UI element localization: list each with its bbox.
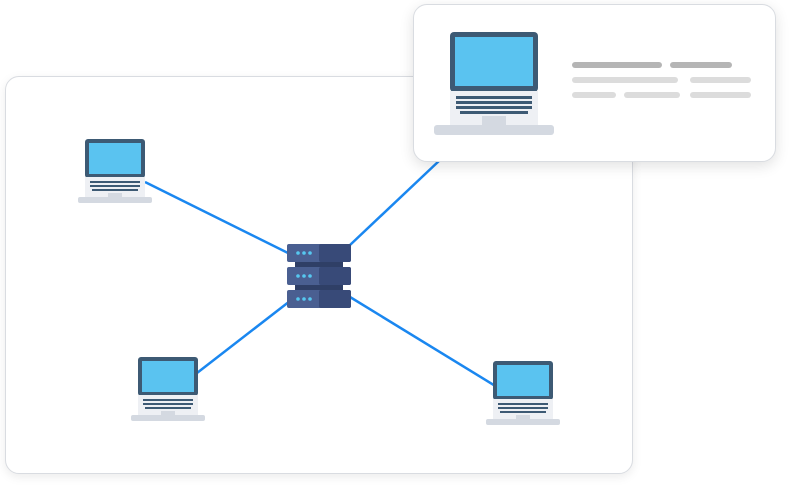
connection-line-bottom-right <box>349 295 498 389</box>
connection-line-top-right <box>349 159 441 246</box>
skeleton-text-lines <box>572 62 751 98</box>
connection-line-top-left <box>144 180 291 256</box>
connection-line-bottom-left <box>196 300 291 374</box>
